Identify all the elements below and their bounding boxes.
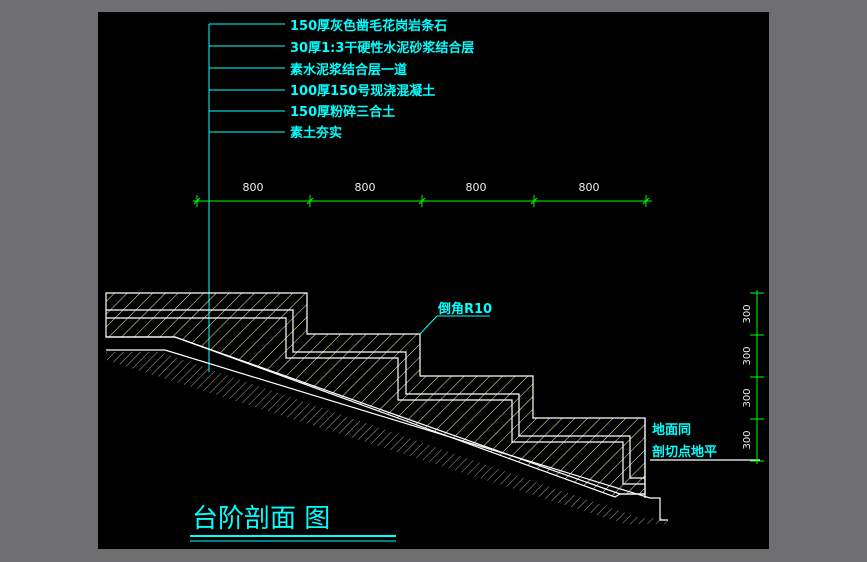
ground-note: 地面同 — [652, 422, 691, 438]
concrete-section — [105, 292, 646, 498]
dim-label: 300 — [742, 388, 753, 407]
layer-label: 150厚粉碎三合土 — [290, 104, 395, 120]
dim-label: 300 — [742, 430, 753, 449]
dim-label: 300 — [742, 304, 753, 323]
layer-label: 素土夯实 — [290, 125, 342, 141]
step-outlines — [106, 309, 760, 521]
dim-label: 800 — [466, 181, 487, 194]
drawing-title: 台阶剖面 图 — [192, 504, 330, 534]
dim-label: 300 — [742, 346, 753, 365]
dim-label: 800 — [355, 181, 376, 194]
ground-note: 剖切点地平 — [652, 444, 717, 460]
layer-label: 30厚1:3干硬性水泥砂浆结合层 — [290, 40, 474, 56]
drawing-canvas: 150厚灰色凿毛花岗岩条石 30厚1:3干硬性水泥砂浆结合层 素水泥浆结合层一道… — [98, 12, 769, 549]
dim-label: 800 — [579, 181, 600, 194]
vertical-dimension — [750, 290, 764, 464]
layer-label: 素水泥浆结合层一道 — [290, 62, 407, 78]
fillet-label: 倒角R10 — [437, 301, 492, 317]
vertical-dim-labels: 300 300 300 300 — [742, 304, 753, 449]
dim-label: 800 — [243, 181, 264, 194]
fillet-leader — [419, 315, 490, 335]
layer-label: 100厚150号现浇混凝土 — [290, 83, 435, 99]
layer-label: 150厚灰色凿毛花岗岩条石 — [290, 18, 447, 34]
horizontal-dimension — [193, 195, 652, 207]
soil-hatch — [106, 352, 668, 524]
layer-labels: 150厚灰色凿毛花岗岩条石 30厚1:3干硬性水泥砂浆结合层 素水泥浆结合层一道… — [290, 18, 474, 141]
horizontal-dim-labels: 800 800 800 800 — [243, 181, 600, 194]
